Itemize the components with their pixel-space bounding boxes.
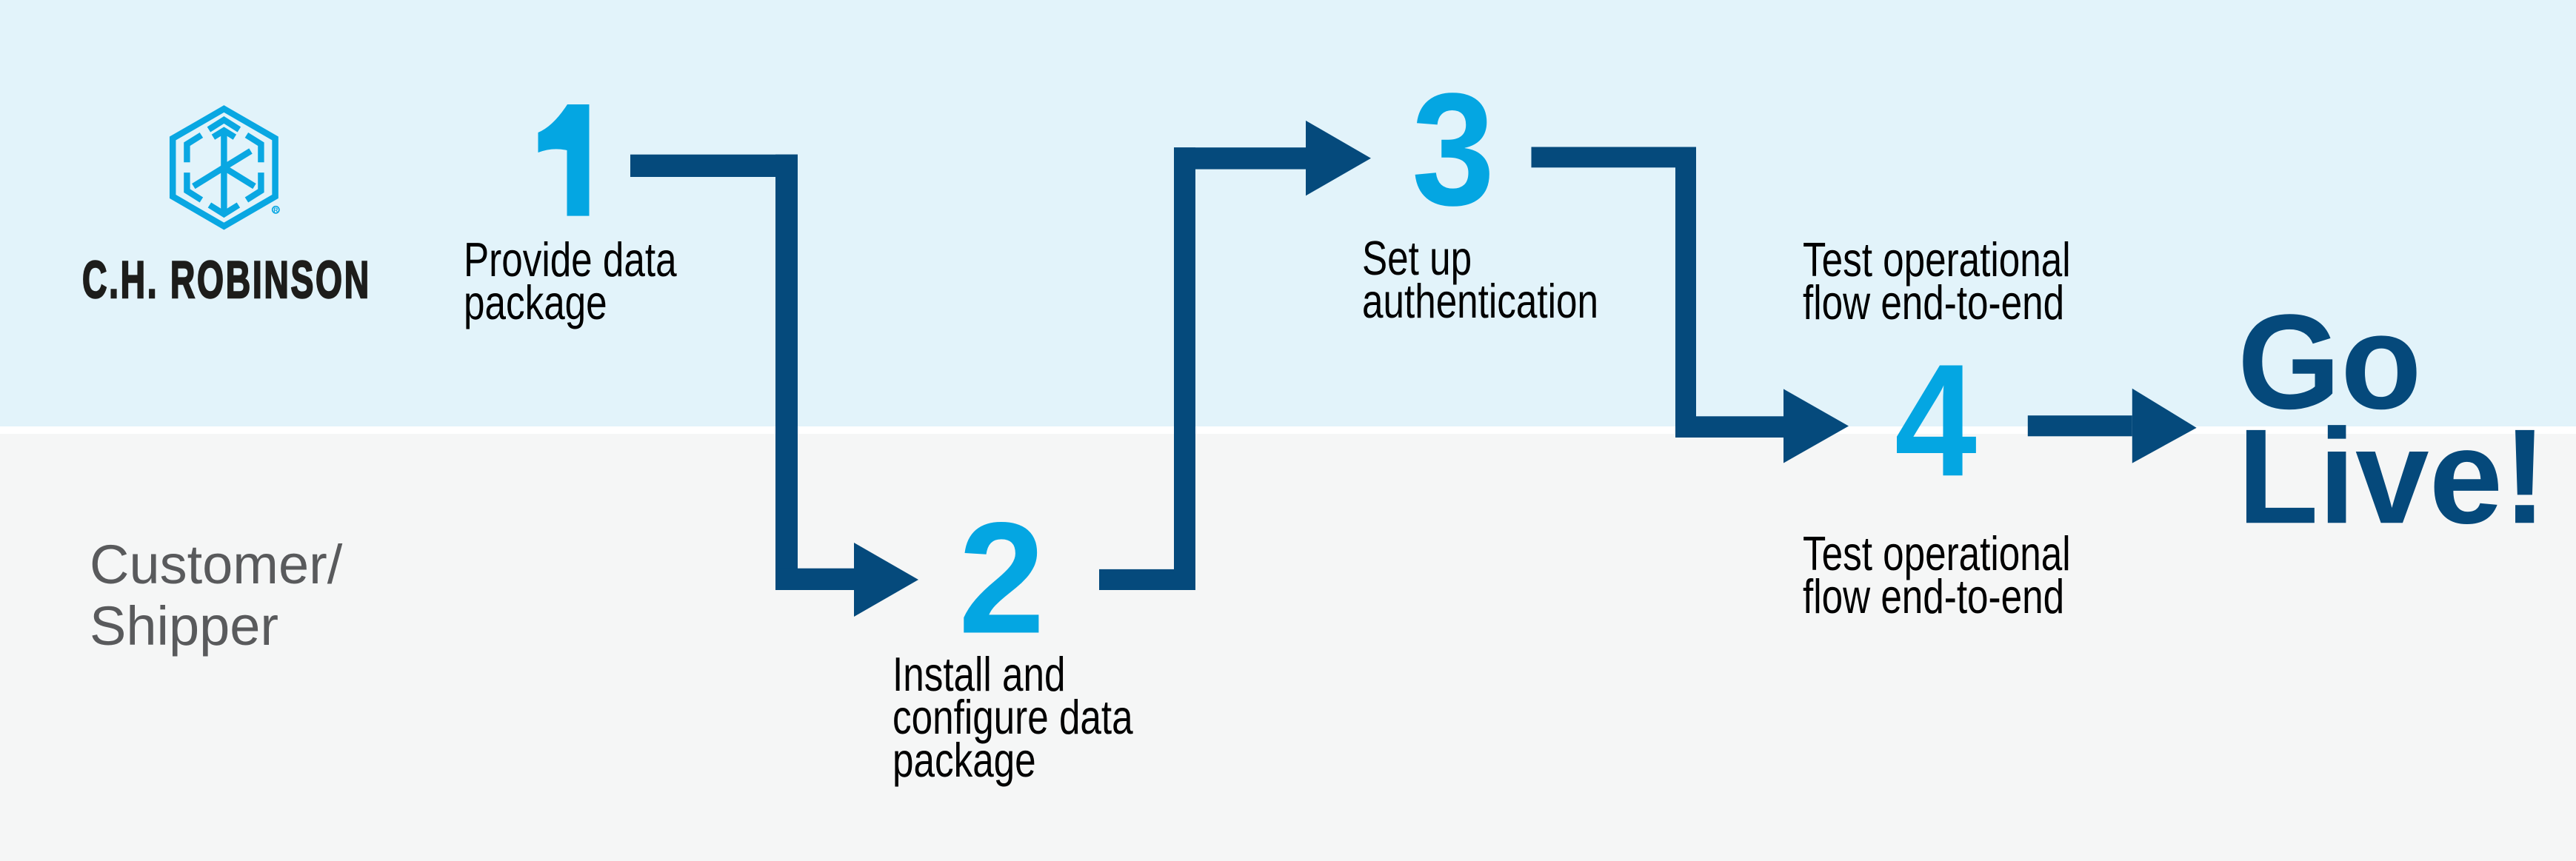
svg-text:R: R	[273, 206, 278, 213]
